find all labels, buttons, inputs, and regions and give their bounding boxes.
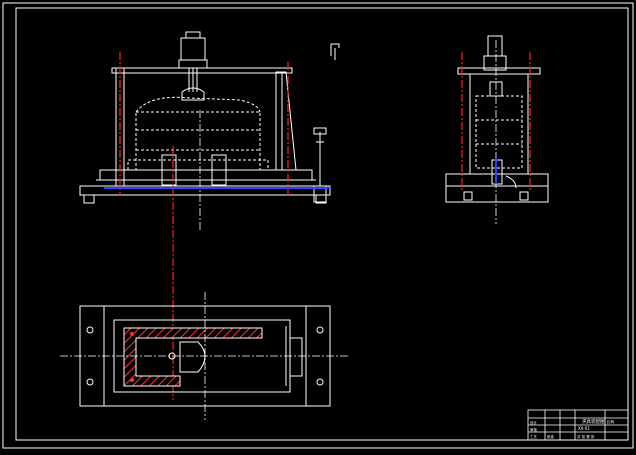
title-block-field-approve: 批准 <box>547 434 555 439</box>
drawing-frame <box>2 2 634 449</box>
top-view-hatched-fixture <box>123 327 263 387</box>
title-block-field-process: 工艺 <box>530 434 538 439</box>
title-block-sheet-label: 共 张 第 张 <box>577 434 595 439</box>
title-block-field-review: 审核 <box>530 427 538 432</box>
title-block <box>527 409 629 441</box>
front-view-centerlines <box>104 52 330 400</box>
title-block-title: 夹具装配图 <box>582 418 605 425</box>
title-block-subtitle: XX-01 <box>578 426 590 431</box>
title-block-field-design: 设计 <box>530 420 538 425</box>
top-view-centerlines <box>60 292 350 420</box>
side-view-centerlines <box>461 40 531 224</box>
front-view <box>79 31 331 204</box>
side-view <box>445 35 549 203</box>
roughness-symbol <box>330 43 340 60</box>
title-block-scale-label: 比例 <box>607 419 615 424</box>
